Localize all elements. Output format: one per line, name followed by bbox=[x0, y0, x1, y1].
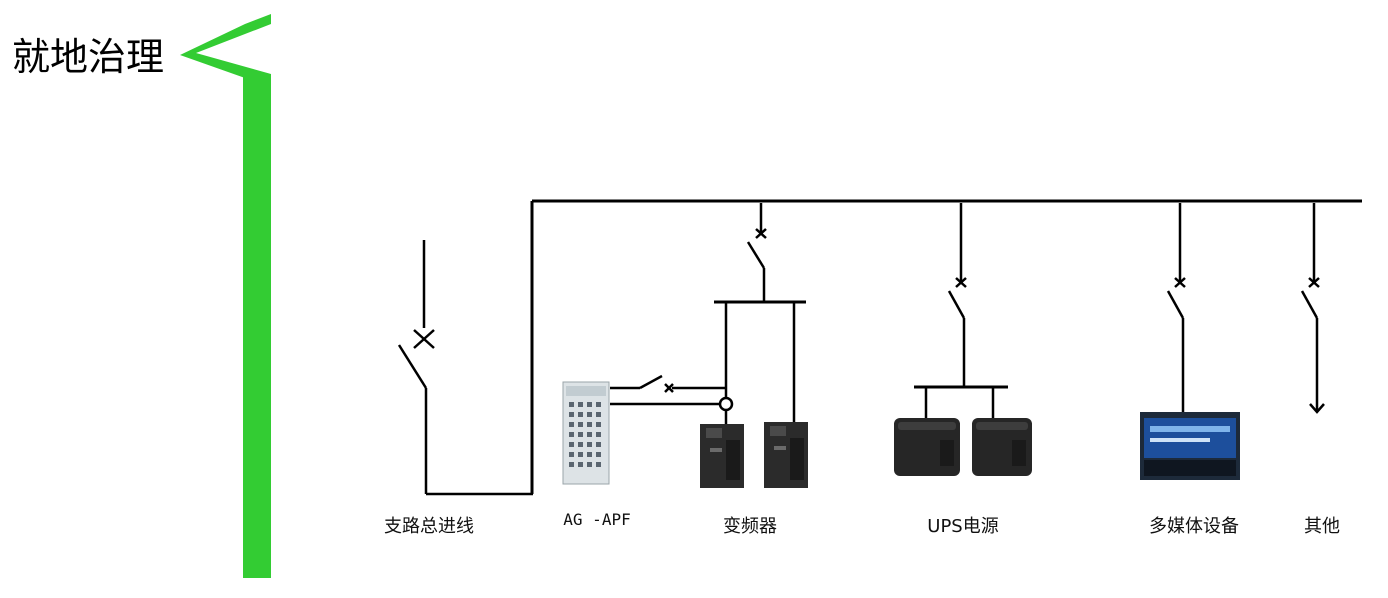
apf-switch-blade bbox=[639, 374, 663, 390]
vfd-device-2-icon bbox=[764, 422, 808, 488]
apf-indicator-led bbox=[596, 432, 601, 437]
apf-indicator-led bbox=[569, 432, 574, 437]
branch-incoming-feeder bbox=[397, 240, 533, 496]
label-vfd: 变频器 bbox=[723, 516, 777, 537]
current-transformer-symbol bbox=[718, 396, 734, 412]
apf-indicator-led bbox=[587, 432, 592, 437]
vfd-breaker-x-2 bbox=[755, 228, 767, 239]
label-apf: AG -APF bbox=[563, 510, 631, 529]
vfd-breaker-blade bbox=[746, 241, 766, 269]
label-ups: UPS电源 bbox=[927, 516, 999, 537]
ups-device-1-icon bbox=[894, 418, 960, 476]
apf-indicator-led bbox=[596, 442, 601, 447]
apf-indicator-led bbox=[569, 452, 574, 457]
apf-indicator-led bbox=[569, 422, 574, 427]
mm-breaker-blade bbox=[1166, 290, 1185, 319]
apf-indicator-led bbox=[587, 462, 592, 467]
ups-breaker-blade bbox=[947, 290, 966, 319]
breaker-x-mark-2 bbox=[413, 329, 435, 349]
apf-indicator-led bbox=[569, 442, 574, 447]
ups-device-2-icon bbox=[972, 418, 1032, 476]
main-busbar-group bbox=[530, 199, 1362, 494]
page-title: 就地治理 bbox=[12, 35, 165, 79]
apf-indicator-led bbox=[578, 452, 583, 457]
apf-indicator-led bbox=[596, 412, 601, 417]
mm-breaker-x-2 bbox=[1174, 277, 1186, 288]
vfd-device-1-icon bbox=[700, 424, 744, 488]
apf-indicator-led bbox=[596, 452, 601, 457]
multimedia-branch bbox=[1166, 203, 1186, 414]
arrow-down-icon bbox=[1309, 403, 1325, 414]
label-multimedia: 多媒体设备 bbox=[1149, 516, 1239, 537]
other-breaker-x-2 bbox=[1308, 277, 1320, 288]
apf-switch-x-2 bbox=[664, 383, 674, 393]
apf-indicator-led bbox=[596, 422, 601, 427]
apf-indicator-led bbox=[596, 402, 601, 407]
ups-branch bbox=[914, 203, 1008, 420]
apf-indicator-led bbox=[578, 462, 583, 467]
apf-indicator-led bbox=[596, 462, 601, 467]
apf-indicator-led bbox=[587, 412, 592, 417]
breaker-blade bbox=[397, 344, 428, 389]
green-vertical-bar bbox=[243, 76, 271, 578]
apf-indicator-led bbox=[578, 432, 583, 437]
label-other: 其他 bbox=[1304, 516, 1340, 537]
apf-indicator-led bbox=[587, 422, 592, 427]
apf-indicator-led bbox=[569, 402, 574, 407]
green-indicator bbox=[180, 14, 271, 578]
vfd-branch bbox=[610, 203, 806, 425]
other-branch bbox=[1300, 203, 1325, 414]
apf-indicator-led bbox=[578, 442, 583, 447]
apf-indicator-led bbox=[569, 462, 574, 467]
label-branch-incoming: 支路总进线 bbox=[384, 516, 474, 537]
apf-indicator-led bbox=[578, 422, 583, 427]
ups-breaker-x-2 bbox=[955, 277, 967, 288]
apf-indicator-led bbox=[587, 402, 592, 407]
apf-indicator-led bbox=[578, 412, 583, 417]
apf-indicator-led bbox=[578, 402, 583, 407]
apf-device-icon bbox=[562, 381, 610, 485]
apf-indicator-led bbox=[587, 452, 592, 457]
green-arrow-shape bbox=[180, 14, 271, 80]
apf-indicator-led bbox=[569, 412, 574, 417]
apf-indicator-led bbox=[587, 442, 592, 447]
other-breaker-blade bbox=[1300, 290, 1319, 319]
multimedia-screen-icon bbox=[1140, 412, 1240, 480]
